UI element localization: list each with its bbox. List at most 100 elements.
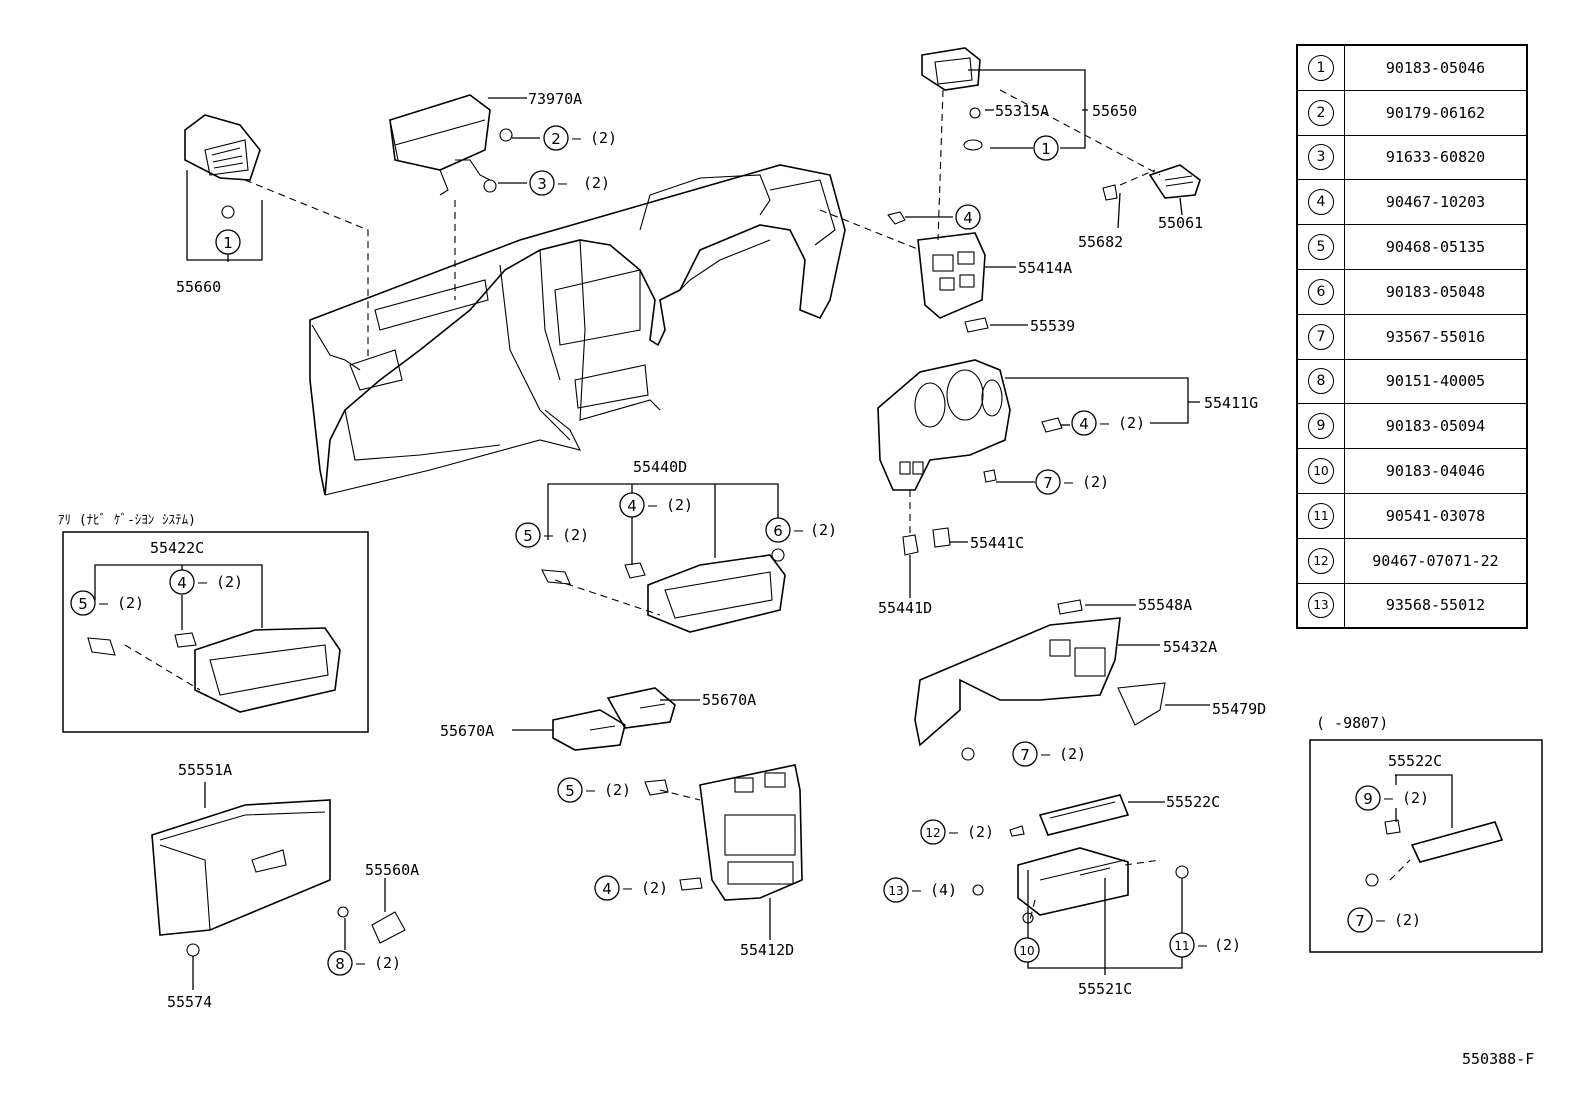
- label-55441D: 55441D: [878, 599, 932, 617]
- callout-12: 12: [920, 819, 946, 845]
- legend-callout-circle: 5: [1308, 234, 1334, 261]
- label-55315A: 55315A: [995, 102, 1049, 120]
- svg-text:4: 4: [963, 209, 973, 227]
- svg-text:–: –: [912, 881, 922, 899]
- part-55522C-pocket-drawing: [1009, 794, 1130, 837]
- label-55521C: 55521C: [1078, 980, 1132, 998]
- legend-row: 2 90179-06162: [1298, 90, 1526, 136]
- part-55660-side-vent-drawing: [184, 114, 261, 219]
- part-55670A-vents-drawing: [552, 687, 676, 751]
- legend-part-number: 90467-07071-22: [1372, 551, 1499, 570]
- part-55522C-b-pocket-drawing: [1365, 819, 1504, 887]
- label-55682: 55682: [1078, 233, 1123, 251]
- callout-7a: 7: [1035, 469, 1061, 495]
- svg-text:(2): (2): [666, 496, 693, 514]
- legend-part-number: 90183-04046: [1385, 462, 1486, 481]
- svg-text:5: 5: [78, 595, 88, 613]
- legend-callout-number: 11: [1298, 493, 1345, 538]
- legend-callout-number: 8: [1298, 359, 1345, 404]
- svg-text:–: –: [949, 823, 959, 841]
- callout-1a: 1: [215, 229, 241, 255]
- callout-5b: 5: [70, 590, 96, 616]
- part-55061-vent-drawing: [1102, 164, 1201, 201]
- part-55412D-center-bezel-drawing: [644, 764, 803, 901]
- legend-callout-circle: 3: [1308, 144, 1334, 171]
- diagram-id: 550388-F: [1462, 1050, 1534, 1068]
- svg-text:8: 8: [335, 955, 345, 973]
- label-55660: 55660: [176, 278, 221, 296]
- svg-text:–: –: [586, 781, 596, 799]
- label-55670A-left: 55670A: [440, 722, 494, 740]
- legend-callout-number: 9: [1298, 404, 1345, 449]
- legend-callout-circle: 13: [1308, 592, 1334, 619]
- legend-callout-number: 2: [1298, 90, 1345, 135]
- legend-callout-circle: 1: [1308, 54, 1334, 81]
- label-55479D: 55479D: [1212, 700, 1266, 718]
- svg-text:–: –: [1100, 414, 1110, 432]
- label-55522C-variant: 55522C: [1388, 752, 1442, 770]
- svg-text:(2): (2): [1402, 789, 1429, 807]
- svg-text:(2): (2): [374, 954, 401, 972]
- label-73970A: 73970A: [528, 90, 582, 108]
- svg-text:–: –: [648, 496, 658, 514]
- svg-text:–: –: [356, 954, 366, 972]
- svg-text:(2): (2): [810, 521, 837, 539]
- navi-system-caption: ｱﾘ (ﾅﾋﾞ ｹﾞ-ｼﾖﾝ ｼｽﾃﾑ): [58, 513, 196, 528]
- part-55432A-lower-panel-drawing: [914, 599, 1166, 761]
- callout-4d: 4: [169, 569, 195, 595]
- legend-callout-number: 13: [1298, 583, 1345, 628]
- label-55441C: 55441C: [970, 534, 1024, 552]
- callout-5a: 5: [515, 522, 541, 548]
- svg-text:(2): (2): [590, 129, 617, 147]
- svg-text:3: 3: [537, 175, 547, 193]
- legend-callout-circle: 9: [1308, 413, 1334, 440]
- callout-5c: 5: [557, 777, 583, 803]
- part-55650-center-vent-drawing: [921, 47, 983, 151]
- callout-9: 9: [1355, 785, 1381, 811]
- legend-callout-number: 10: [1298, 449, 1345, 493]
- label-55560A: 55560A: [365, 861, 419, 879]
- legend-callout-circle: 12: [1308, 547, 1334, 574]
- legend-row: 10 90183-04046: [1298, 449, 1526, 494]
- part-55411G-cluster-hood-drawing: [877, 359, 1063, 556]
- instrument-panel-drawing: [309, 164, 846, 496]
- legend-callout-number: 12: [1298, 538, 1345, 583]
- svg-text:9: 9: [1363, 790, 1373, 808]
- period-caption: ( -9807): [1316, 714, 1388, 732]
- svg-text:7: 7: [1020, 746, 1030, 764]
- callout-7b: 7: [1012, 741, 1038, 767]
- svg-text:–: –: [1376, 911, 1386, 929]
- svg-text:(2): (2): [562, 526, 589, 544]
- part-55521C-box-drawing: [972, 847, 1189, 924]
- svg-text:1: 1: [223, 234, 233, 252]
- label-55551A: 55551A: [178, 761, 232, 779]
- legend-callout-circle: 11: [1308, 502, 1334, 529]
- callout-13: 13: [883, 877, 909, 903]
- svg-text:(2): (2): [604, 781, 631, 799]
- label-55440D: 55440D: [633, 458, 687, 476]
- label-55548A: 55548A: [1138, 596, 1192, 614]
- legend-callout-number: 5: [1298, 225, 1345, 269]
- svg-text:(2): (2): [117, 594, 144, 612]
- svg-text:(2): (2): [1059, 745, 1086, 763]
- legend-callout-circle: 10: [1308, 458, 1334, 485]
- legend-part-number: 90179-06162: [1385, 103, 1486, 122]
- svg-text:4: 4: [627, 497, 637, 515]
- legend-part-number: 90183-05048: [1385, 282, 1486, 301]
- part-55551A-glovebox-drawing: [151, 799, 406, 957]
- part-55422C-cluster-drawing: [87, 627, 341, 713]
- svg-text:–: –: [1041, 745, 1051, 763]
- callout-10: 10: [1014, 937, 1040, 963]
- svg-text:4: 4: [1079, 415, 1089, 433]
- callout-4b: 4: [1071, 410, 1097, 436]
